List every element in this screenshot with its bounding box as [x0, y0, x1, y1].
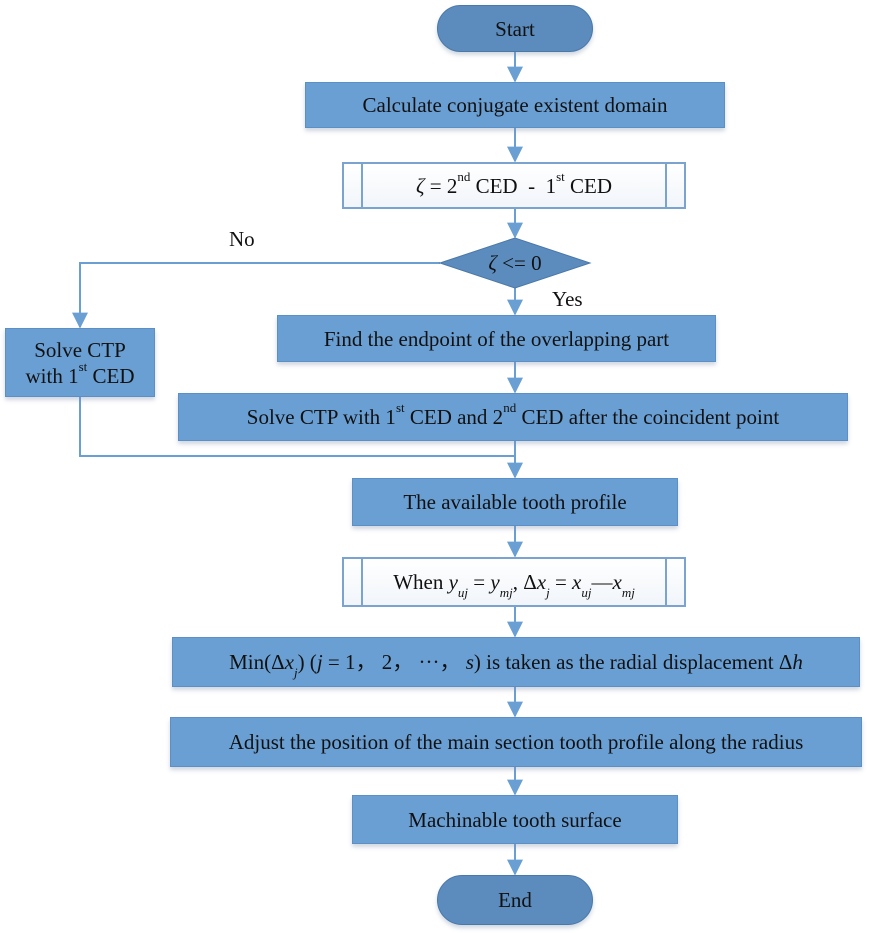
available-profile-step: The available tooth profile [352, 478, 678, 526]
find-endpoint-step: Find the endpoint of the overlapping par… [277, 315, 716, 362]
end-terminal: End [437, 875, 593, 925]
when-subroutine: When yuj = ymj, Δxj = xuj—xmj [342, 557, 686, 607]
machinable-step: Machinable tooth surface [352, 795, 678, 844]
decision-diamond [438, 237, 592, 289]
arrow-decision-no [72, 262, 440, 329]
subroutine-right-bar [665, 559, 667, 605]
when-label: When yuj = ymj, Δxj = xuj—xmj [393, 570, 635, 600]
subroutine-left-bar [361, 164, 363, 207]
subroutine-left-bar [361, 559, 363, 605]
available-profile-label: The available tooth profile [403, 490, 627, 514]
zeta-definition-subroutine: ζ = 2nd CED - 1st CED [342, 162, 686, 209]
solve-ctp-both-step: Solve CTP with 1st CED and 2nd CED after… [178, 393, 848, 441]
adjust-label: Adjust the position of the main section … [228, 730, 804, 754]
calculate-step: Calculate conjugate existent domain [305, 82, 725, 128]
yes-branch-label: Yes [552, 287, 583, 311]
find-endpoint-label: Find the endpoint of the overlapping par… [323, 326, 670, 351]
connector-left-merge [79, 397, 515, 457]
solve-ctp-first-line2: with 1st CED [25, 358, 135, 388]
zeta-definition-label: ζ = 2nd CED - 1st CED [415, 168, 613, 198]
adjust-step: Adjust the position of the main section … [170, 717, 862, 767]
no-branch-label: No [229, 227, 255, 251]
solve-ctp-first-step: Solve CTP with 1st CED [5, 328, 155, 397]
start-label: Start [495, 16, 535, 41]
min-label: Min(Δxj) (j = 1， 2， ···， s) is taken as … [229, 650, 803, 680]
decision-label: ζ <= 0 [488, 250, 542, 275]
solve-ctp-both-label: Solve CTP with 1st CED and 2nd CED after… [246, 400, 780, 429]
subroutine-right-bar [665, 164, 667, 207]
calculate-label: Calculate conjugate existent domain [362, 93, 668, 117]
start-terminal: Start [437, 5, 593, 52]
min-step: Min(Δxj) (j = 1， 2， ···， s) is taken as … [172, 637, 860, 687]
end-label: End [498, 888, 532, 912]
solve-ctp-first-line1: Solve CTP [34, 337, 126, 362]
machinable-label: Machinable tooth surface [408, 807, 622, 832]
